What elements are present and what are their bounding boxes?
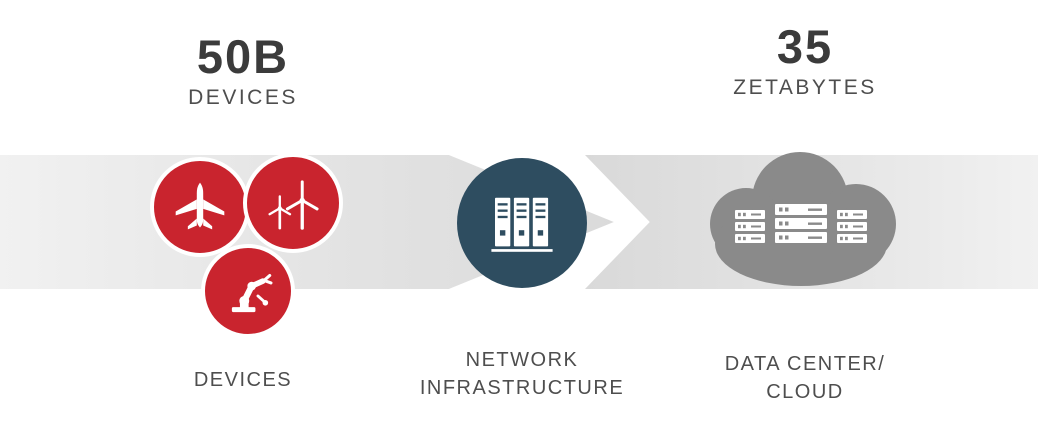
server-rack-icon bbox=[491, 197, 553, 252]
stat-zetabytes-value: 35 bbox=[776, 20, 834, 73]
label-cloud-line1: DATA CENTER/ bbox=[724, 353, 886, 375]
device-circle-wind-turbine bbox=[243, 153, 343, 253]
robot-arm-icon bbox=[231, 273, 273, 313]
stat-zetabytes-label: ZETABYTES bbox=[733, 76, 877, 99]
label-network-line2: INFRASTRUCTURE bbox=[419, 377, 625, 399]
airplane-icon bbox=[175, 182, 225, 230]
stat-devices-label: DEVICES bbox=[188, 86, 298, 109]
stat-devices: 50B DEVICES bbox=[128, 32, 358, 110]
data-center-servers-icon bbox=[735, 204, 867, 243]
label-devices: DEVICES bbox=[148, 366, 338, 394]
label-network-infrastructure: NETWORK INFRASTRUCTURE bbox=[402, 346, 642, 402]
label-data-center-cloud: DATA CENTER/ CLOUD bbox=[695, 350, 915, 406]
label-network-line1: NETWORK bbox=[465, 349, 579, 371]
label-cloud-line2: CLOUD bbox=[766, 381, 844, 403]
device-circle-robot-arm bbox=[201, 244, 295, 338]
stat-devices-value: 50B bbox=[196, 30, 290, 83]
stat-zetabytes: 35 ZETABYTES bbox=[690, 22, 920, 100]
label-devices-text: DEVICES bbox=[193, 369, 293, 391]
device-circle-airplane bbox=[150, 157, 250, 257]
network-circle bbox=[457, 158, 587, 288]
wind-turbine-icon bbox=[268, 180, 319, 230]
cloud-icon bbox=[710, 152, 896, 286]
